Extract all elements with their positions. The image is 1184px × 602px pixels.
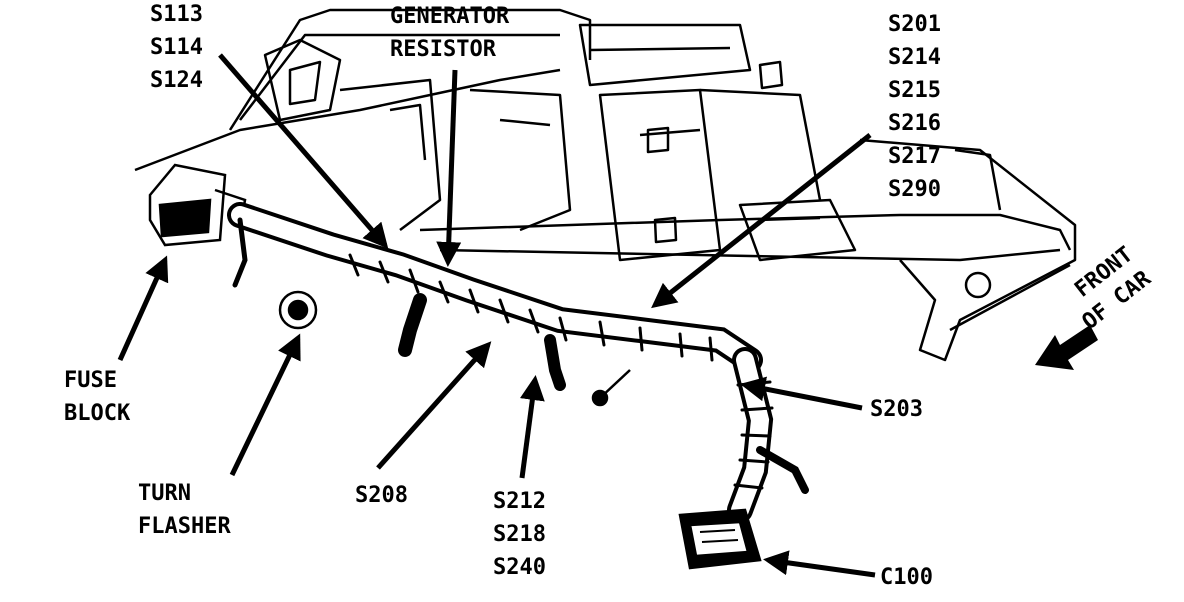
arrow-s208 (376, 341, 492, 470)
arrow-s212 (519, 375, 545, 479)
label-s113-s114-s124: S113 S114 S124 (150, 2, 203, 93)
arrow-s203 (740, 376, 863, 411)
leader-arrows (117, 53, 876, 578)
arrow-turn-flasher (229, 333, 301, 477)
arrow-generator-resistor (436, 69, 462, 267)
arrow-c100 (763, 550, 876, 578)
front-of-car-arrow (1035, 325, 1098, 370)
instrument-panel (134, 8, 1077, 362)
arrow-fuse-block (117, 255, 169, 362)
screw (591, 369, 631, 407)
label-turn-flasher: TURN FLASHER (138, 481, 231, 539)
label-fuse-block: FUSE BLOCK (64, 368, 131, 426)
turn-flasher (278, 290, 318, 330)
fuse-block (148, 163, 247, 247)
label-s212-s218-s240: S212 S218 S240 (493, 489, 546, 580)
label-generator-resistor: GENERATOR RESISTOR (390, 4, 510, 62)
arrow-s201-group (651, 133, 872, 309)
arrow-s113 (218, 53, 389, 249)
wiring-harness (227, 202, 809, 523)
label-c100: C100 (880, 565, 933, 590)
c100-connector (678, 508, 762, 570)
label-s201-group: S201 S214 S215 S216 S217 S290 (888, 12, 941, 202)
label-s203: S203 (870, 397, 923, 422)
label-s208: S208 (355, 483, 408, 508)
